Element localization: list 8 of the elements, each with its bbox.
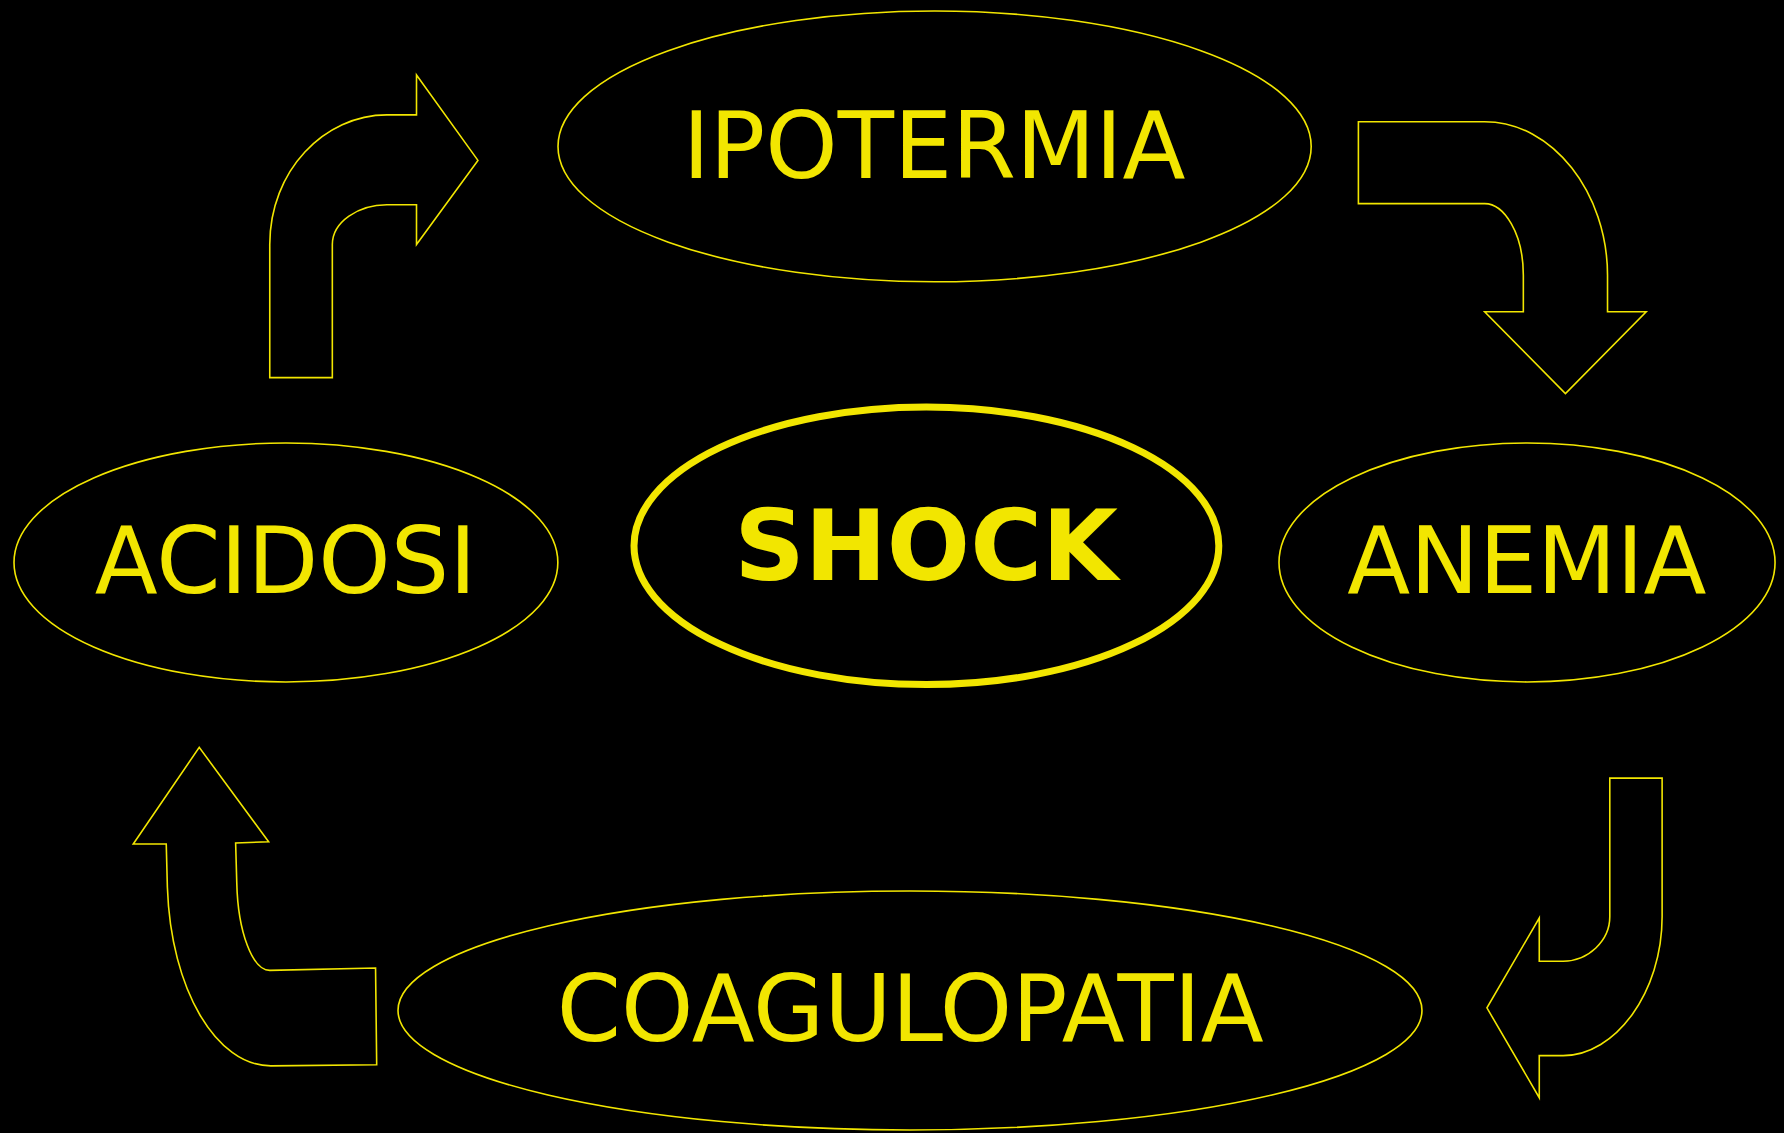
block-arrow: [1357, 120, 1647, 395]
block-arrow: [268, 74, 479, 379]
block-arrow: [132, 746, 378, 1067]
node-label: COAGULOPATIA: [556, 964, 1264, 1057]
node-label: IPOTERMIA: [682, 100, 1186, 193]
node-label: ACIDOSI: [94, 516, 477, 609]
node-label: ANEMIA: [1347, 516, 1707, 609]
block-arrow: [1486, 777, 1663, 1099]
